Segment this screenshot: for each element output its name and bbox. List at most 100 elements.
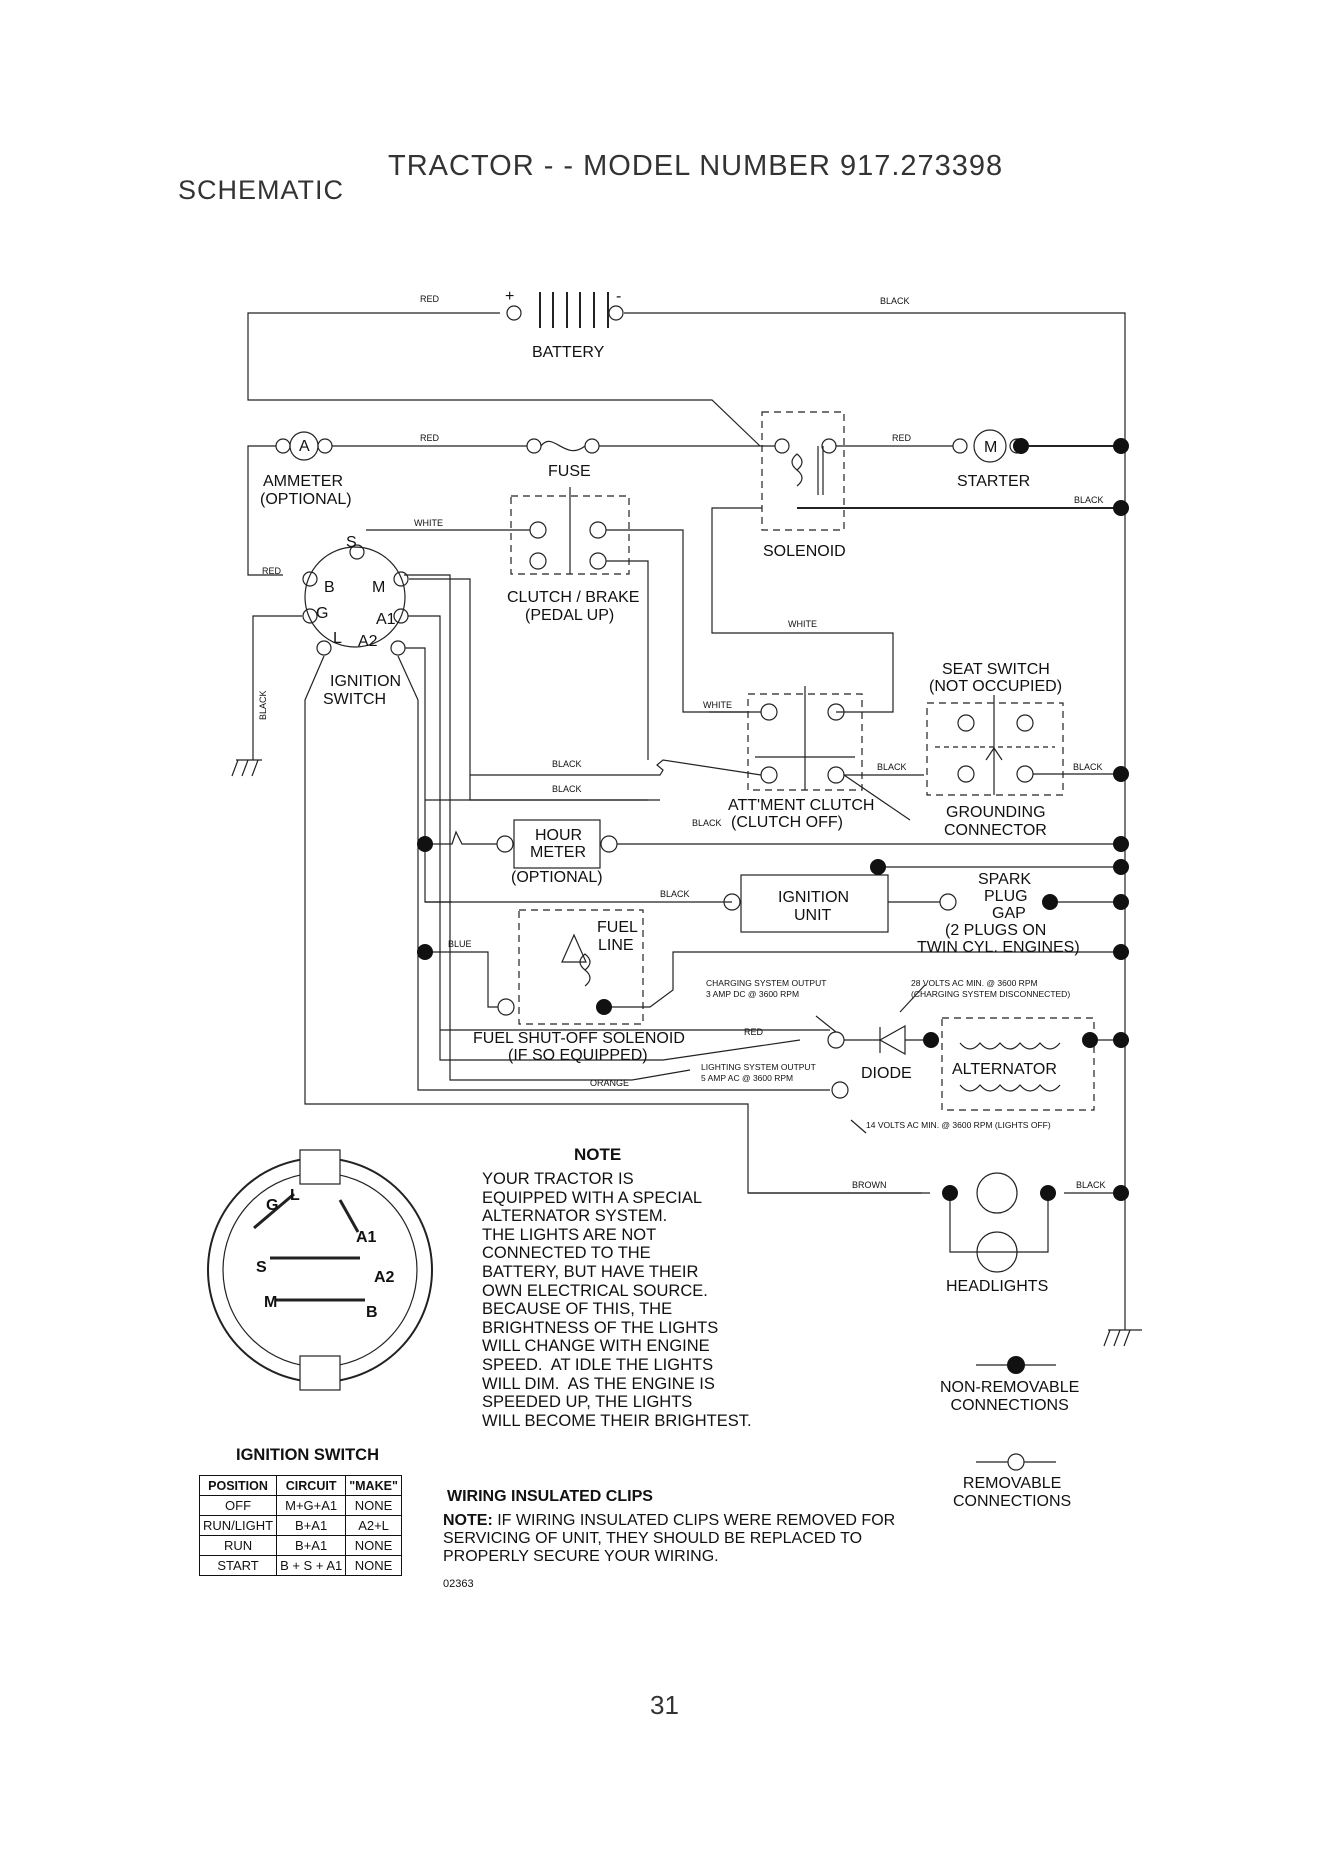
fuel-solenoid-sub: (IF SO EQUIPPED) (508, 1047, 648, 1064)
table-cell: B+A1 (276, 1515, 347, 1536)
wire-label-white: WHITE (703, 700, 732, 710)
starter-symbol: M (984, 439, 997, 456)
wire-label-black: BLACK (1073, 762, 1103, 772)
volts14-label: 14 VOLTS AC MIN. @ 3600 RPM (LIGHTS OFF) (866, 1120, 1051, 1130)
hour-meter-label: HOUR (535, 827, 582, 844)
note-body: YOUR TRACTOR IS EQUIPPED WITH A SPECIAL … (482, 1170, 752, 1430)
wire-label-red: RED (420, 294, 440, 304)
ammeter-symbol: A (299, 438, 310, 455)
wire-label-red: RED (262, 566, 282, 576)
seat-switch-label: SEAT SWITCH (942, 661, 1050, 678)
spark-label-4: (2 PLUGS ON (945, 922, 1046, 939)
attment-clutch-sub: (CLUTCH OFF) (731, 814, 843, 831)
ammeter-optional: (OPTIONAL) (260, 491, 352, 508)
wire-label-white: WHITE (414, 518, 443, 528)
wire-label-brown: BROWN (852, 1180, 887, 1190)
wire-label-black: BLACK (692, 818, 722, 828)
grounding-label: GROUNDING (946, 804, 1046, 821)
ignition-unit-label: IGNITION (778, 889, 849, 906)
clutch-brake-label: CLUTCH / BRAKE (507, 589, 639, 606)
clutch-brake-sub: (PEDAL UP) (525, 607, 614, 624)
attment-clutch-label: ATT'MENT CLUTCH (728, 797, 874, 814)
table-cell: START (198, 1555, 278, 1576)
table-cell: OFF (198, 1495, 278, 1516)
ignition-switch-table-title: IGNITION SWITCH (236, 1446, 379, 1464)
charging-output-label: CHARGING SYSTEM OUTPUT (706, 978, 826, 988)
charging-output-sub: 3 AMP DC @ 3600 RPM (706, 989, 799, 999)
lighting-output-label: LIGHTING SYSTEM OUTPUT (701, 1062, 816, 1072)
ammeter-label: AMMETER (263, 473, 343, 490)
ignition-unit-sub: UNIT (794, 907, 832, 924)
fuse-label: FUSE (548, 463, 591, 480)
wire-label-orange: ORANGE (590, 1078, 629, 1088)
table-row: RUN B+A1 NONE (198, 1535, 402, 1556)
table-cell: NONE (345, 1535, 402, 1556)
hour-meter-sub: METER (530, 844, 586, 861)
wire-label-black: BLACK (880, 296, 910, 306)
fuel-solenoid-label: FUEL SHUT-OFF SOLENOID (473, 1030, 685, 1047)
sw-terminal-b: B (324, 579, 335, 596)
wire-label-blue: BLUE (448, 939, 472, 949)
table-cell: B + S + A1 (276, 1555, 347, 1576)
fuel-line-sub: LINE (598, 937, 634, 954)
table-header: POSITION (198, 1475, 278, 1496)
table-row: OFF M+G+A1 NONE (198, 1495, 402, 1516)
sw-terminal-m: M (372, 579, 385, 596)
alternator-label: ALTERNATOR (952, 1061, 1057, 1078)
wire-label-black: BLACK (552, 784, 582, 794)
face-terminal-b: B (366, 1304, 378, 1321)
page-number: 31 (650, 1690, 679, 1720)
table-header: CIRCUIT (276, 1475, 347, 1496)
diode-label: DIODE (861, 1065, 912, 1082)
face-terminal-m: M (264, 1294, 277, 1311)
sw-terminal-a2: A2 (358, 633, 378, 650)
spark-label-3: GAP (992, 905, 1026, 922)
face-terminal-l: L (290, 1187, 300, 1204)
sw-terminal-a1: A1 (376, 611, 396, 628)
spark-label-1: SPARK (978, 871, 1031, 888)
volts28-label: 28 VOLTS AC MIN. @ 3600 RPM (911, 978, 1038, 988)
wire-label-black: BLACK (1076, 1180, 1106, 1190)
page-title: TRACTOR - - MODEL NUMBER 917.273398 (388, 150, 1004, 182)
clips-note: NOTE: IF WIRING INSULATED CLIPS WERE REM… (443, 1512, 895, 1566)
volts28-sub: (CHARGING SYSTEM DISCONNECTED) (911, 989, 1070, 999)
non-removable-connections (417, 438, 1129, 1374)
ignition-switch-label: IGNITION (330, 673, 401, 690)
spark-label-2: PLUG (984, 888, 1028, 905)
battery-minus: - (616, 288, 621, 305)
sw-terminal-s: S (346, 534, 357, 551)
seat-switch-sub: (NOT OCCUPIED) (929, 678, 1062, 695)
document-code: 02363 (443, 1578, 474, 1590)
wire-label-black: BLACK (258, 690, 268, 720)
table-cell: M+G+A1 (276, 1495, 347, 1516)
table-header: "MAKE" (345, 1475, 402, 1496)
table-row: START B + S + A1 NONE (198, 1555, 402, 1576)
section-label: SCHEMATIC (178, 175, 345, 205)
face-terminal-g: G (266, 1197, 278, 1214)
clips-title: WIRING INSULATED CLIPS (447, 1488, 653, 1505)
lighting-output-sub: 5 AMP AC @ 3600 RPM (701, 1073, 793, 1083)
wire-label-white: WHITE (788, 619, 817, 629)
starter-label: STARTER (957, 473, 1030, 490)
wire-label-black: BLACK (660, 889, 690, 899)
wire-label-red: RED (420, 433, 440, 443)
wire-label-black: BLACK (552, 759, 582, 769)
face-terminal-a1: A1 (356, 1229, 377, 1246)
table-header-row: POSITION CIRCUIT "MAKE" (198, 1475, 402, 1496)
table-cell: A2+L (345, 1515, 402, 1536)
grounding-sub: CONNECTOR (944, 822, 1047, 839)
table-cell: NONE (345, 1495, 402, 1516)
legend-removable: REMOVABLE CONNECTIONS (953, 1475, 1072, 1510)
sw-terminal-l: L (333, 630, 342, 647)
sw-terminal-g: G (316, 605, 328, 622)
face-terminal-a2: A2 (374, 1269, 395, 1286)
table-cell: RUN/LIGHT (198, 1515, 278, 1536)
table-cell: RUN (198, 1535, 278, 1556)
table-cell: B+A1 (276, 1535, 347, 1556)
table-row: RUN/LIGHT B+A1 A2+L (198, 1515, 402, 1536)
wire-label-red: RED (744, 1027, 764, 1037)
solenoid-label: SOLENOID (763, 543, 846, 560)
fuel-line-label: FUEL (597, 919, 638, 936)
face-terminal-s: S (256, 1259, 267, 1276)
